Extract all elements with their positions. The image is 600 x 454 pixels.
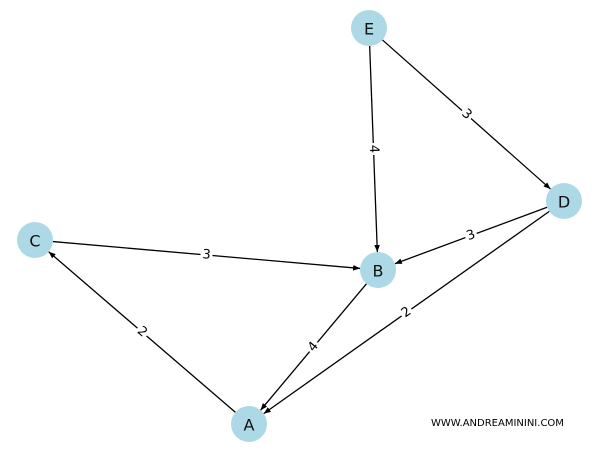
node-circle xyxy=(351,10,387,46)
edge-weight-label: 4 xyxy=(303,337,324,357)
node-label: E xyxy=(364,20,374,39)
edge-d-a: 2 xyxy=(263,210,550,415)
node-d: D xyxy=(546,183,582,219)
edge-weight-label: 2 xyxy=(132,322,152,342)
node-label: B xyxy=(373,262,384,281)
node-circle xyxy=(546,183,582,219)
edge-weight-label: 3 xyxy=(199,246,214,264)
node-label: D xyxy=(558,193,570,212)
edge-weight-label: 4 xyxy=(365,142,382,156)
edge-e-d: 3 xyxy=(382,39,551,190)
node-circle xyxy=(17,222,53,258)
edge-b-a: 4 xyxy=(260,283,367,411)
edge-weight-label: 3 xyxy=(456,104,477,125)
nodes-layer: A B C D E xyxy=(17,10,582,442)
node-c: C xyxy=(17,222,53,258)
edge-e-b: 4 xyxy=(365,45,382,253)
edge-weight-text: 3 xyxy=(202,247,212,263)
edge-weight-label: 3 xyxy=(462,225,480,246)
node-circle xyxy=(360,252,396,288)
edge-label-background xyxy=(365,142,382,156)
node-label: C xyxy=(29,232,40,251)
edge-label-background xyxy=(132,322,152,342)
edge-weight-label: 2 xyxy=(396,302,417,323)
node-b: B xyxy=(360,252,396,288)
edge-a-c: 2 xyxy=(48,251,236,413)
edge-label-background xyxy=(396,302,417,323)
edges-layer: 4 3 3 2 3 4 2 xyxy=(48,39,551,415)
node-a: A xyxy=(231,406,267,442)
edge-c-b: 3 xyxy=(52,240,361,271)
node-e: E xyxy=(351,10,387,46)
edge-label-background xyxy=(462,225,480,246)
edge-label-background xyxy=(303,337,324,357)
watermark: WWW.ANDREAMININI.COM xyxy=(431,418,564,429)
node-circle xyxy=(231,406,267,442)
edge-label-background xyxy=(456,104,477,125)
edge-label-background xyxy=(199,246,214,264)
edge-d-b: 3 xyxy=(394,206,548,265)
node-label: A xyxy=(244,416,255,435)
edge-weight-text: 4 xyxy=(366,145,381,154)
